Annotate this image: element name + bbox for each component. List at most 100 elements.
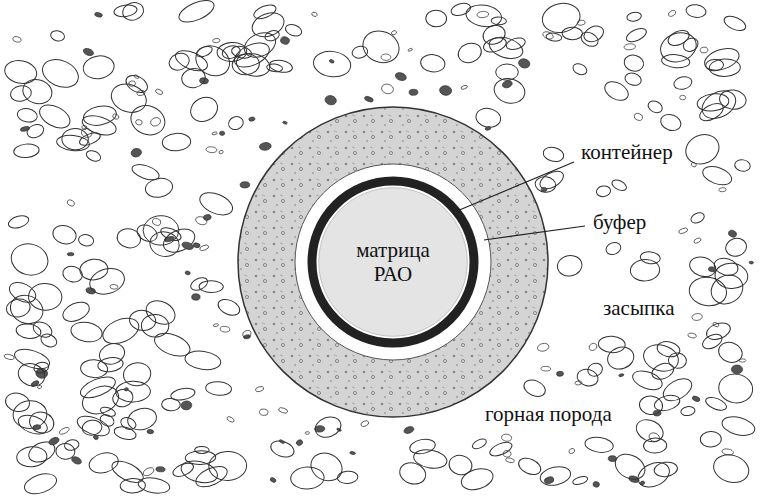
rock-grain [598,335,626,353]
rock-grain [450,1,472,18]
rock-grain [155,88,164,95]
rock-grain [199,244,209,252]
rock-grain [161,398,180,412]
rock-grain [646,99,664,115]
rock-grain [199,280,223,292]
rock-grain [192,294,201,301]
rock-grain [97,340,128,367]
rock-grain [3,58,39,86]
rock-grain [111,387,136,409]
rock-grain [516,455,543,478]
rock-grain [586,361,605,378]
rock-grain [517,57,531,69]
rock-grain [381,54,391,61]
rock-grain [221,44,242,61]
rock-grain [93,434,99,440]
rock-grain [537,342,550,352]
rock-grain [242,329,252,338]
rock-grain [324,94,337,105]
container-ring [312,181,474,343]
rock-grain [212,38,220,43]
rock-grain [75,412,112,439]
rock-grain [36,100,74,133]
rock-grain [120,0,145,23]
rock-grain [455,40,484,66]
rock-grain [648,431,661,443]
rock-grain [704,320,732,343]
rock-grain [87,450,121,476]
rock-grain [568,448,575,455]
rock-grain [717,372,755,406]
rock-grain [186,93,221,126]
rock-grain [109,457,147,487]
rock-grain [394,71,407,82]
rock-grain [127,101,169,140]
backfill-ring [238,107,548,417]
rock-grain [226,416,235,424]
rock-grain [605,344,637,373]
rock-grain [718,88,747,110]
rock-grain [622,53,645,73]
rock-grain [501,434,512,442]
rock-grain [137,476,171,495]
rock-grain [279,439,285,444]
rock-grain [295,439,303,447]
rock-grain [541,366,551,371]
rock-grain [82,54,116,81]
rock-grain [604,240,622,256]
rock-grain [602,78,632,104]
rock-grain [640,341,681,375]
rock-grain [61,128,88,151]
rock-grain [412,447,448,470]
rock-grain [152,217,162,226]
rock-grain [681,36,700,54]
rock-grain [640,251,661,265]
rock-grain [592,481,599,488]
rock-grain [546,32,563,42]
rock-grain [693,237,702,244]
rock-grain [85,149,102,164]
rock-grain [696,92,730,113]
rock-grain [702,44,742,74]
rock-grain [66,199,75,207]
rock-grain [67,253,74,256]
rock-grain [420,53,446,73]
rock-grain [618,373,624,377]
rock-grain [623,71,642,87]
rock-grain [170,386,196,401]
rock-grain [60,298,92,325]
rock-grain [656,340,682,359]
rock-grain [159,225,183,243]
rock-grain [687,254,718,280]
rock-grain [660,374,696,405]
rock-grain [9,84,32,103]
rock-grain [264,29,281,43]
rock-grain [540,0,583,36]
rock-grain [409,89,418,95]
rock-grain [714,262,749,290]
rock-grain [259,408,269,416]
rock-grain [312,414,343,441]
rock-grain [311,11,318,17]
rock-grain [216,296,243,318]
rock-grain [571,62,588,77]
rock-grain [208,451,247,481]
rock-grain [130,147,142,158]
part-label: засыпка [600,296,678,321]
rock-grain [4,353,15,360]
rock-grain [25,122,46,140]
rock-grain [4,391,32,414]
rock-grain [280,36,290,45]
rock-grain [638,395,664,416]
rock-grain [734,159,751,173]
rock-grain [148,229,182,259]
rock-grain [252,2,278,21]
rock-grain [94,12,103,18]
rock-grain [5,297,32,319]
rock-grain [30,319,54,341]
rock-grain [162,132,192,151]
rock-grain [213,323,219,327]
rock-grain [542,145,566,163]
rock-grain [147,429,154,434]
rock-grain [6,290,47,328]
